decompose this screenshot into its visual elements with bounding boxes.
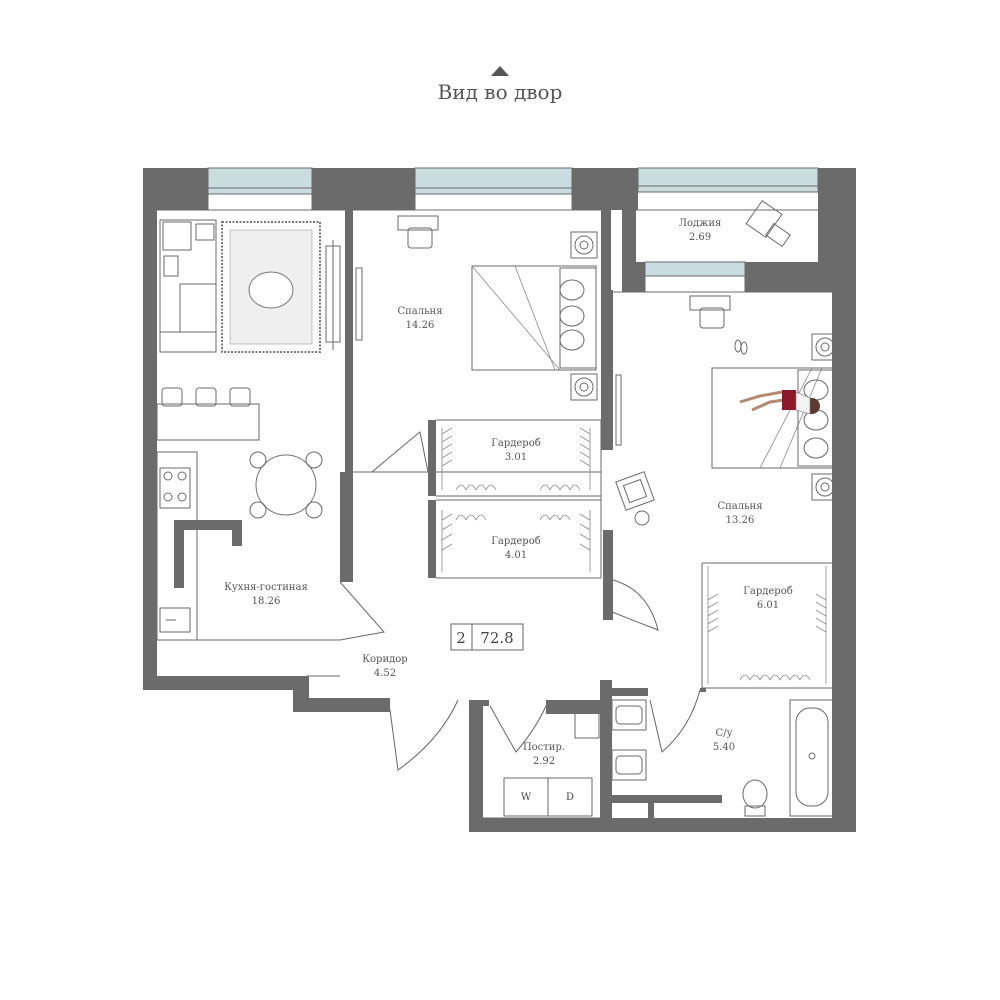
badge-area: 72.8 (480, 629, 513, 647)
room-area-bedroom1: 14.26 (406, 320, 435, 331)
area-badge: 2 72.8 (450, 623, 524, 651)
bed (471, 265, 597, 371)
room-name-bedroom2: Спальня (717, 501, 762, 512)
room-area-loggia: 2.69 (689, 232, 711, 243)
person-figure (739, 390, 783, 404)
washer-label: W (521, 792, 532, 803)
living-furniture (156, 219, 341, 641)
bathroom-fixtures (611, 699, 835, 817)
loggia-furniture (745, 199, 791, 248)
bathtub (789, 699, 835, 817)
badge-rooms: 2 (456, 629, 466, 647)
room-name-bedroom1: Спальня (397, 306, 442, 317)
coffee-table (248, 271, 294, 309)
wardrobe-hangers (441, 427, 591, 572)
dining-table (255, 454, 317, 516)
room-name-wardrobe3: Гардероб (743, 586, 793, 597)
room-area-kitchen: 18.26 (252, 596, 281, 607)
room-name-kitchen: Кухня-гостиная (224, 582, 308, 593)
room-name-corridor: Коридор (362, 654, 407, 665)
windows (207, 167, 819, 293)
orientation-label: Вид во двор (438, 80, 563, 104)
room-area-wardrobe1: 3.01 (505, 452, 527, 463)
room-name-bathroom: С/у (716, 728, 733, 739)
room-area-wardrobe2: 4.01 (505, 550, 527, 561)
toilet (742, 779, 768, 809)
laundry-fixtures (503, 709, 600, 817)
triangle-up-icon (491, 66, 509, 76)
room-area-bathroom: 5.40 (713, 742, 735, 753)
room-area-laundry: 2.92 (533, 756, 555, 767)
dryer-label: D (566, 792, 574, 803)
wardrobe3-hangers (707, 566, 827, 684)
room-name-loggia: Лоджия (679, 218, 722, 229)
doors (339, 431, 701, 771)
room-name-laundry: Постир. (523, 742, 565, 753)
bedroom1-furniture (355, 215, 598, 401)
room-area-corridor: 4.52 (374, 668, 396, 679)
room-area-wardrobe3: 6.01 (757, 600, 779, 611)
bedroom2-furniture (615, 295, 839, 526)
room-name-wardrobe2: Гардероб (491, 536, 541, 547)
room-area-bedroom2: 13.26 (726, 515, 755, 526)
room-name-wardrobe1: Гардероб (491, 438, 541, 449)
